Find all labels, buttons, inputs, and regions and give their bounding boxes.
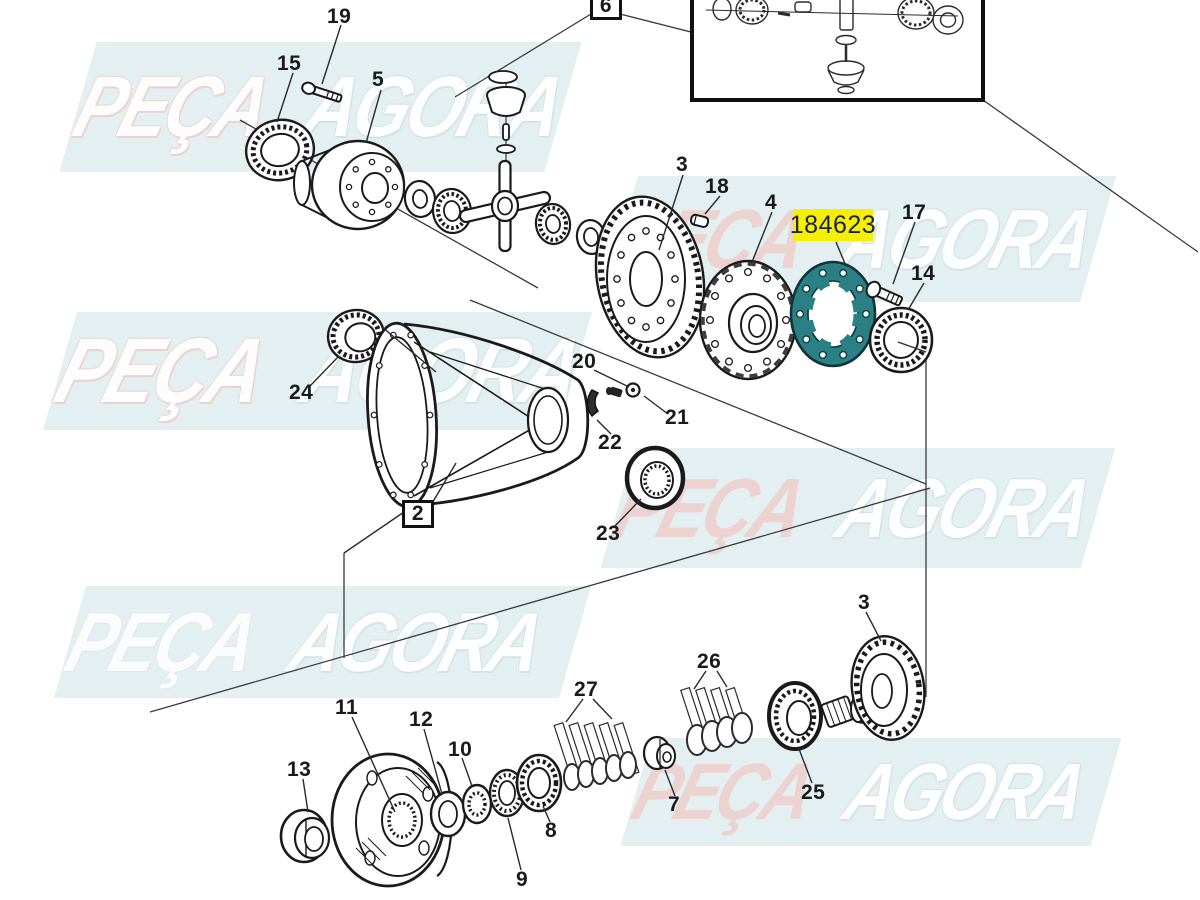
bolt-19-part: [301, 81, 343, 103]
part-label-18: 18: [705, 175, 730, 198]
nut-13-part: [279, 808, 331, 864]
shim-pack-26-part: [680, 686, 753, 756]
part-label-10: 10: [448, 738, 473, 761]
part-label-6-boxed: 6: [590, 0, 622, 20]
part-label-19: 19: [327, 5, 352, 28]
part-label-3-upper: 3: [676, 153, 689, 176]
part-label-3-lower: 3: [858, 591, 871, 614]
leader-lines: [276, 24, 927, 871]
highlighted-part-gasket[interactable]: [789, 260, 877, 368]
part-label-17: 17: [902, 201, 927, 224]
inset-overview-drawing: [705, 0, 964, 95]
inset-overview-box: [690, 0, 985, 102]
pinion-gear-small-part: [534, 202, 572, 246]
part-label-9: 9: [516, 868, 529, 891]
nut-7-part: [642, 735, 676, 771]
lock-lever-22-part: [586, 389, 600, 418]
thrust-washer-part: [403, 179, 437, 219]
bolt-17-part: [865, 280, 903, 307]
highlighted-part-number[interactable]: 184623: [790, 209, 876, 241]
pin-18-part: [689, 213, 710, 228]
part-label-24: 24: [289, 381, 314, 404]
part-label-7: 7: [668, 793, 681, 816]
part-label-22: 22: [598, 431, 623, 454]
part-label-20: 20: [572, 350, 597, 373]
part-label-4: 4: [765, 191, 778, 214]
part-label-25: 25: [801, 781, 826, 804]
part-label-11: 11: [335, 696, 359, 719]
hub-flange-11-part: [330, 752, 453, 888]
part-label-26: 26: [697, 650, 722, 673]
lock-bolt-20-21-parts: [606, 382, 641, 398]
shim-pack-27-part: [553, 721, 640, 791]
part-label-23: 23: [596, 522, 621, 545]
spider-cross-part: [458, 70, 552, 253]
part-label-15: 15: [277, 52, 302, 75]
part-label-27: 27: [574, 678, 599, 701]
carrier-housing-2-part: [366, 321, 590, 509]
bearing-24-part: [326, 308, 386, 364]
part-label-12: 12: [409, 708, 434, 731]
part-label-21: 21: [665, 406, 690, 429]
bearing-8-part: [515, 753, 563, 813]
washer-12-part: [429, 790, 467, 838]
seal-23-part: [624, 445, 686, 511]
seal-10-part: [461, 783, 493, 825]
pinion-gear-3-part: [820, 635, 926, 741]
ring-gear-3-part: [594, 195, 706, 359]
construction-lines: [149, 13, 1199, 713]
part-label-14: 14: [911, 262, 936, 285]
bearing-14-part: [868, 306, 934, 374]
part-label-13: 13: [287, 758, 312, 781]
bearing-25-part: [767, 681, 823, 751]
diff-case-5-part: [293, 139, 406, 231]
flange-4-part: [698, 259, 798, 381]
part-label-5: 5: [372, 68, 385, 91]
part-label-8: 8: [545, 819, 558, 842]
part-label-2-boxed: 2: [402, 500, 434, 528]
